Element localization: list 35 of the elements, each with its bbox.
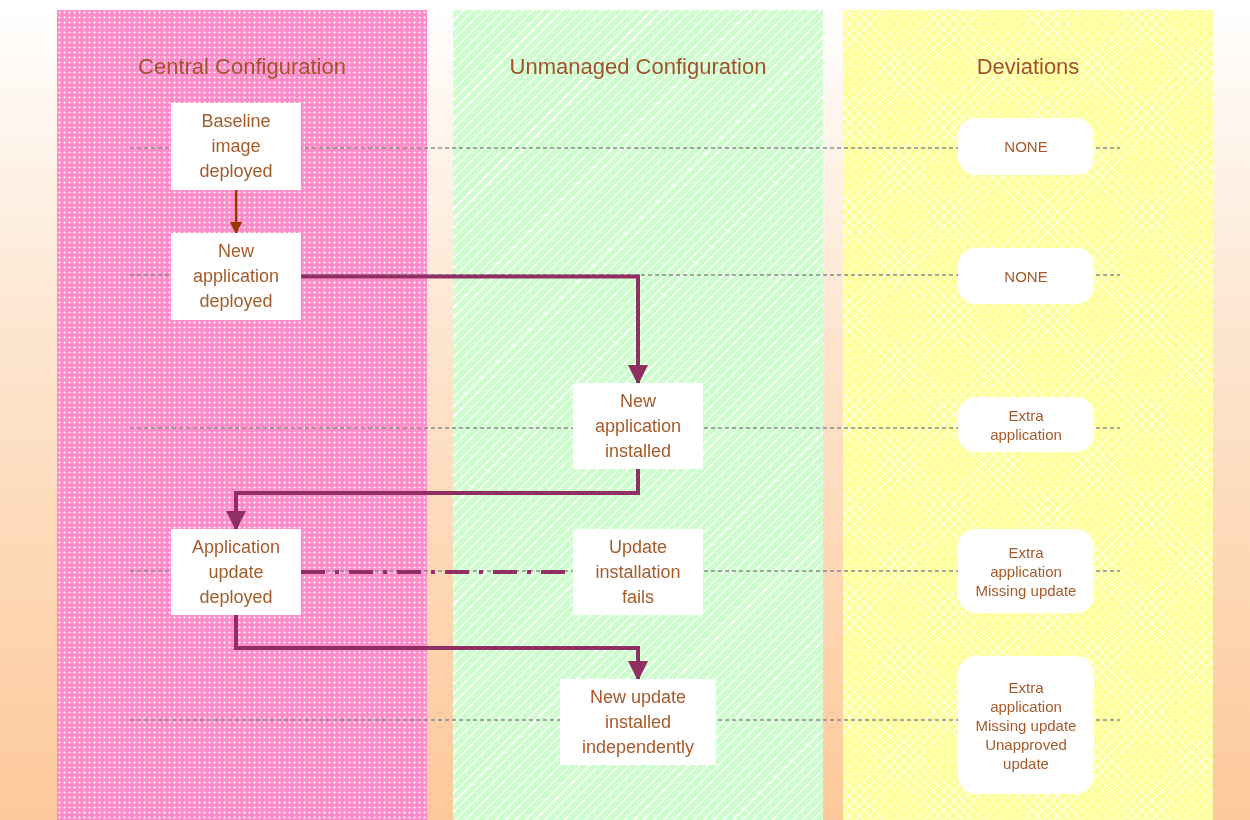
step-box — [573, 529, 703, 615]
lane-heading: Central Configuration — [137, 53, 347, 81]
deviation-box — [958, 397, 1094, 452]
step-text: Update installation fails — [594, 535, 682, 609]
swimlane — [843, 10, 1213, 820]
deviation-text: Unapproved update — [984, 734, 1068, 773]
step-box — [171, 529, 301, 615]
arrow — [226, 469, 640, 531]
deviation-box — [958, 656, 1094, 794]
swimlane — [57, 10, 427, 820]
deviation-box — [958, 118, 1094, 175]
step-box — [171, 233, 301, 320]
swimlane — [453, 10, 823, 820]
step-box — [573, 383, 703, 469]
step-text: Application update deployed — [190, 535, 282, 609]
step-text: Baseline image deployed — [198, 110, 274, 183]
deviation-box — [958, 529, 1094, 613]
deviation-text: Extra application — [989, 542, 1063, 581]
deviation-text: NONE — [1004, 137, 1048, 156]
lane-heading: Unmanaged Configuration — [508, 53, 768, 81]
arrow — [229, 190, 243, 235]
deviation-box — [958, 248, 1094, 304]
deviation-text: Extra application — [989, 405, 1063, 444]
lane-heading: Deviations — [975, 53, 1081, 81]
deviation-text: Missing update — [975, 715, 1077, 735]
step-text: New update installed independently — [580, 685, 696, 759]
step-text: New application deployed — [191, 240, 281, 313]
step-text: New application installed — [593, 389, 683, 463]
step-box — [171, 103, 301, 190]
deviation-text: Missing update — [975, 580, 1077, 600]
step-box — [560, 679, 716, 765]
arrow — [301, 274, 648, 385]
arrow — [234, 615, 648, 681]
deviation-text: NONE — [1004, 266, 1048, 286]
deviation-text: Extra application — [989, 677, 1063, 716]
